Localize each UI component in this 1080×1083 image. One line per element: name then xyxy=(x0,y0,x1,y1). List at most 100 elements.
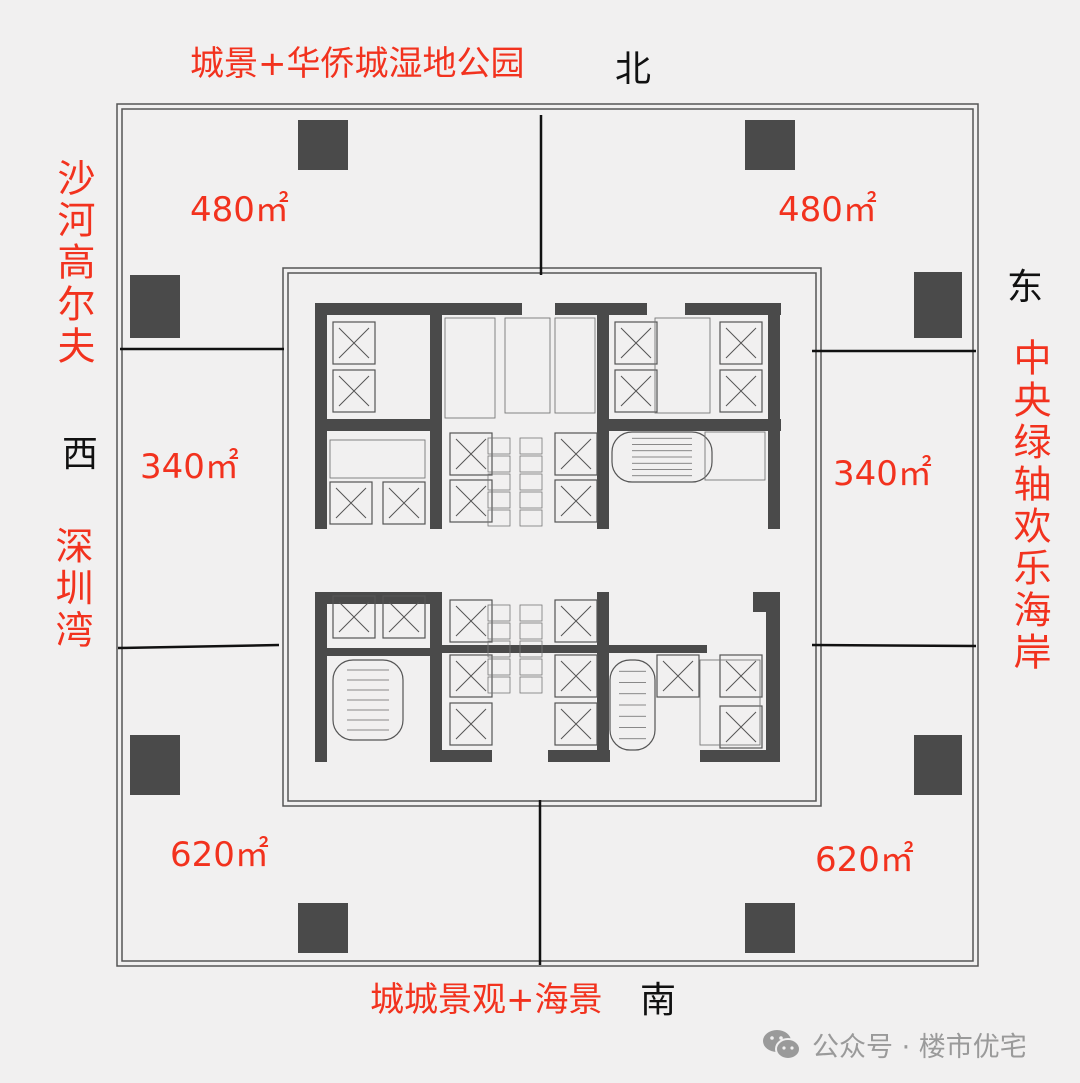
elevator-box xyxy=(449,654,493,698)
elevator-cross-icon xyxy=(725,711,757,743)
elevator-box xyxy=(719,369,763,413)
elevator-car xyxy=(656,654,700,698)
elevator-cross-icon xyxy=(662,660,694,692)
elevator-box xyxy=(332,321,376,365)
stair-outline xyxy=(611,431,713,483)
service-room xyxy=(329,439,426,479)
elevator-box xyxy=(332,369,376,413)
restroom-stall xyxy=(519,640,543,658)
restroom-stall xyxy=(519,676,543,694)
building-outline xyxy=(116,103,979,967)
unit-dividers xyxy=(117,115,977,965)
west-label: 西 xyxy=(62,434,99,475)
elevator-car xyxy=(554,702,598,746)
elevator-cross-icon xyxy=(725,327,757,359)
elevator-box xyxy=(382,481,426,525)
service-room xyxy=(654,317,711,414)
structural-column xyxy=(298,903,348,953)
restroom-stall xyxy=(519,509,543,527)
elevator-car xyxy=(449,432,493,476)
elevator-car xyxy=(329,481,373,525)
core-wall xyxy=(430,592,442,762)
elevator-box xyxy=(719,654,763,698)
elevator-cross-icon xyxy=(620,375,652,407)
core-wall xyxy=(766,592,780,762)
elevator-car xyxy=(382,481,426,525)
unit-area-w: 340㎡ xyxy=(140,447,239,487)
restroom-stall xyxy=(487,604,511,622)
restroom-stall xyxy=(487,473,511,491)
structural-column xyxy=(130,275,180,338)
east-label: 东 xyxy=(1007,267,1044,308)
core-wall xyxy=(315,419,433,431)
elevator-cross-icon xyxy=(338,601,370,633)
core-wall xyxy=(597,419,781,431)
service-room xyxy=(704,431,766,481)
core-wall xyxy=(430,303,522,315)
stairwell xyxy=(611,431,713,483)
elevator-car xyxy=(719,369,763,413)
elevator-car xyxy=(554,599,598,643)
elevator-car xyxy=(719,705,763,749)
unit-area-se: 620㎡ xyxy=(815,840,914,880)
elevator-cross-icon xyxy=(455,605,487,637)
service-room xyxy=(554,317,596,414)
elevator-cross-icon xyxy=(560,660,592,692)
restroom-stall xyxy=(519,622,543,640)
restroom-stall xyxy=(519,604,543,622)
restroom-stall xyxy=(519,491,543,509)
restroom-stall xyxy=(519,455,543,473)
elevator-cross-icon xyxy=(560,485,592,517)
core-wall xyxy=(597,303,609,529)
unit-area-sw: 620㎡ xyxy=(170,835,269,875)
south-label: 南 xyxy=(640,980,677,1021)
restroom-stall xyxy=(487,640,511,658)
core-wall xyxy=(315,648,432,656)
north-view-label: 城景+华侨城湿地公园 xyxy=(190,44,525,84)
elevator-box xyxy=(554,432,598,476)
elevator-car xyxy=(554,432,598,476)
elevator-car xyxy=(382,595,426,639)
elevator-cross-icon xyxy=(725,375,757,407)
structural-column xyxy=(298,120,348,170)
core-outline xyxy=(282,267,822,807)
elevator-cross-icon xyxy=(338,327,370,359)
elevator-box xyxy=(449,479,493,523)
core-wall xyxy=(430,303,442,529)
stair-outline xyxy=(609,659,656,751)
building-outline-inner xyxy=(121,108,974,962)
elevator-cross-icon xyxy=(620,327,652,359)
elevator-box xyxy=(329,481,373,525)
core-wall xyxy=(430,750,492,762)
structural-column xyxy=(745,903,795,953)
elevator-car xyxy=(449,599,493,643)
elevator-car xyxy=(449,654,493,698)
core-wall xyxy=(597,592,609,762)
elevator-car xyxy=(332,369,376,413)
east-view-label: 中央绿轴欢乐海岸 xyxy=(1007,338,1051,674)
elevator-box xyxy=(554,702,598,746)
elevator-box xyxy=(382,595,426,639)
core-wall xyxy=(768,303,780,529)
structural-column xyxy=(914,272,962,338)
elevator-cross-icon xyxy=(335,487,367,519)
core-wall xyxy=(700,750,780,762)
elevator-box xyxy=(554,479,598,523)
watermark: 公众号 · 楼市优宅 xyxy=(762,1025,1027,1064)
elevator-car xyxy=(614,321,658,365)
restroom-stall xyxy=(519,473,543,491)
elevator-cross-icon xyxy=(455,438,487,470)
unit-area-e: 340㎡ xyxy=(833,454,932,494)
structural-column xyxy=(745,120,795,170)
stairwell xyxy=(609,659,656,751)
west-upper-view-label: 沙河高尔夫 xyxy=(51,158,95,368)
restroom-stall xyxy=(487,491,511,509)
elevator-cross-icon xyxy=(560,438,592,470)
elevator-car xyxy=(449,702,493,746)
elevator-box xyxy=(614,369,658,413)
elevator-box xyxy=(449,702,493,746)
elevator-cross-icon xyxy=(455,660,487,692)
service-room xyxy=(504,317,551,414)
core-wall xyxy=(597,645,707,653)
